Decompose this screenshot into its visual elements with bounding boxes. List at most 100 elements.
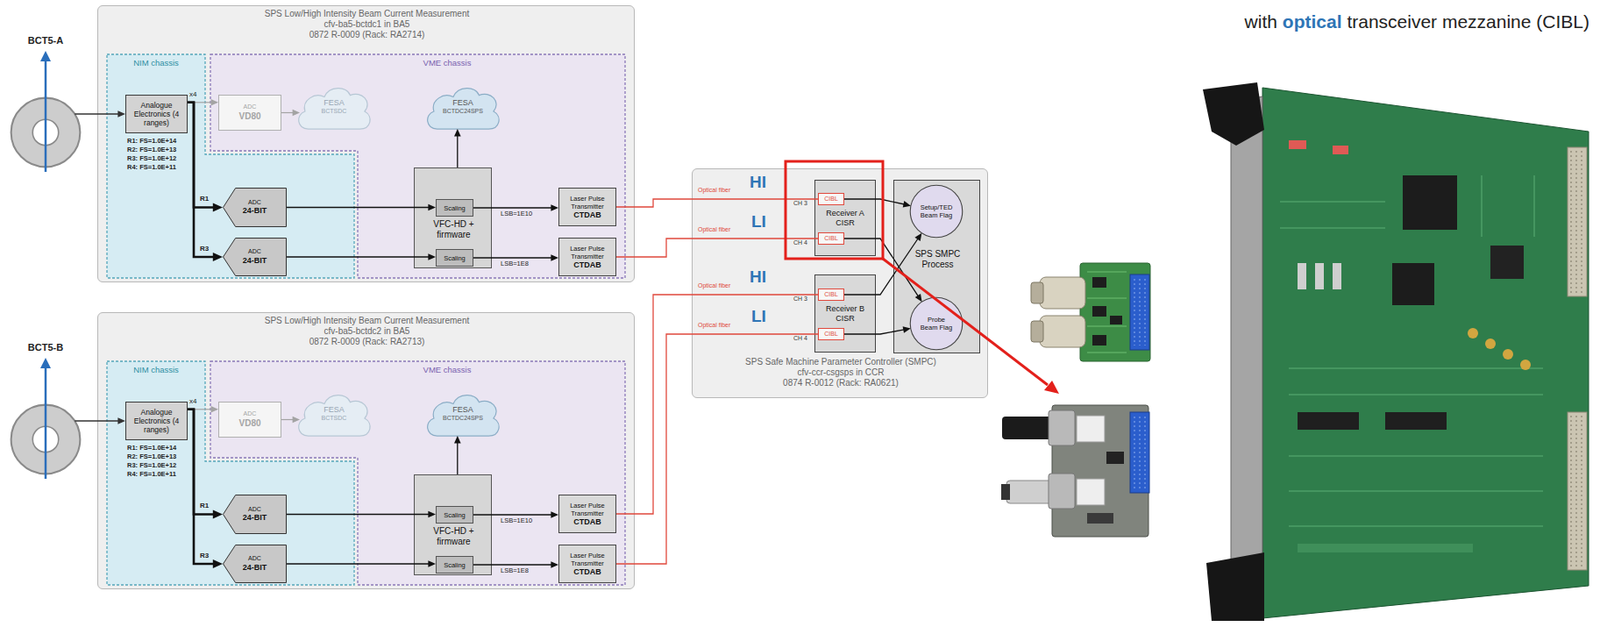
node-text: Probe Beam Flag <box>918 315 954 332</box>
node-text: Scaling <box>443 204 466 213</box>
optical-receiver: CIBL <box>817 327 845 341</box>
node-text: ADC <box>248 554 262 562</box>
flag-outline <box>910 184 963 238</box>
vme-card-photo <box>1385 412 1447 430</box>
channel-tag: LI <box>751 306 767 327</box>
vme-card-photo <box>1297 412 1359 430</box>
node-text: VD80 <box>238 111 261 122</box>
adc-outline <box>223 495 287 534</box>
adc-symbol: ADC24-BIT <box>222 187 287 228</box>
adc-symbol: ADC24-BIT <box>222 237 287 277</box>
text-block: VME chassis <box>359 57 535 68</box>
connector <box>286 204 436 212</box>
node-text: Scaling <box>443 511 466 520</box>
text-stack: BCT5-B <box>28 341 64 354</box>
connector-line <box>616 294 818 514</box>
node-text: CIBL <box>824 234 839 242</box>
beam-direction-arrow <box>40 357 51 369</box>
lsb-note: LSB=1E10 <box>500 210 533 219</box>
text-stack: NIM chassis <box>133 364 179 375</box>
text-block: CIBL <box>818 193 844 205</box>
vme-card-photo <box>1202 82 1589 621</box>
scaling-block: Scaling <box>435 199 474 217</box>
node-text: VFC-HD + firmware <box>426 219 482 241</box>
cloud-outline <box>298 395 370 437</box>
connector <box>616 199 818 207</box>
fesa-cloud: FESABCTSDC <box>293 82 375 131</box>
transformer-aperture <box>32 426 59 453</box>
connector-line <box>281 112 294 114</box>
vme-card-photo <box>1297 263 1307 290</box>
text-stack: CIBL <box>824 330 839 338</box>
bnc-mezzanine-photo <box>1130 274 1150 350</box>
node-text: Laser Pulse Transmitter <box>561 501 613 518</box>
node-text: BCTSDC <box>321 107 348 115</box>
beam-direction-arrow <box>40 50 51 62</box>
arrow-head <box>550 561 559 569</box>
optical-mezzanine-photo <box>1087 512 1114 524</box>
adc-symbol: ADC24-BIT <box>222 494 287 534</box>
lsb-note: LSB=1E8 <box>500 567 529 576</box>
text-block: Analogue Electronics (4 ranges) <box>126 95 187 133</box>
node-text: 0872 R-0009 (Rack: RA2713) <box>309 336 426 348</box>
channel-number: CH 4 <box>793 334 808 342</box>
text-block: Scaling <box>436 199 473 216</box>
current-transformer: BCT5-B <box>9 403 82 476</box>
arrow-head <box>117 110 126 118</box>
arrow-head <box>427 511 436 519</box>
connector-line <box>286 513 429 515</box>
connector-line <box>844 199 905 205</box>
adc-outline <box>223 188 287 228</box>
text-block: FESABCTDC24SPS <box>422 82 504 131</box>
bnc-mezzanine-photo <box>1092 334 1107 346</box>
node-text: NIM chassis <box>133 57 179 68</box>
connector <box>844 233 922 295</box>
text-stack: SPS Low/High Intensity Beam Current Meas… <box>264 315 470 348</box>
bnc-mezzanine-photo <box>1031 320 1044 342</box>
text-stack: BCT5-A <box>28 35 64 47</box>
beam-flag: Setup/TED Beam Flag <box>909 184 964 239</box>
text-block: BCT5-A <box>0 35 108 47</box>
connector-line <box>187 409 214 515</box>
connector <box>286 253 436 261</box>
optical-mezzanine-photo <box>1048 473 1075 509</box>
transformer-ring <box>11 405 81 475</box>
fiber-label: Optical fiber <box>697 186 731 194</box>
connector <box>616 334 818 564</box>
connector-line <box>187 102 214 257</box>
node-text: NIM chassis <box>133 364 179 375</box>
fpga-board: VFC-HD + firmwareScalingScaling <box>413 474 492 576</box>
adc-outline <box>223 545 287 584</box>
text-block: VFC-HD + firmware <box>414 219 493 241</box>
connector <box>616 294 818 514</box>
range-note: R3: FS=1.0E+12 <box>127 462 177 470</box>
optical-receiver: CIBL <box>817 192 845 206</box>
arrow-head <box>292 416 300 423</box>
vme-chassis: VME chassisADCVD80FESABCTSDCFESABCTDC24S… <box>210 361 626 585</box>
fesa-cloud: FESABCTSDC <box>293 389 375 438</box>
text-stack: FESABCTDC24SPS <box>442 98 484 115</box>
connector-line <box>844 238 918 297</box>
text-block: Scaling <box>436 249 473 266</box>
node-text: FESA <box>323 405 345 415</box>
vme-card-photo <box>1332 145 1349 155</box>
text-block: Scaling <box>436 506 473 523</box>
connector-line <box>473 563 552 565</box>
connector <box>187 409 223 569</box>
flag-outline <box>910 297 963 350</box>
optical-mezzanine-photo <box>1076 415 1105 442</box>
transformer-aperture <box>32 119 59 146</box>
bnc-mezzanine-photo <box>1092 277 1107 288</box>
connector-line <box>616 199 818 207</box>
connector-line <box>473 513 552 515</box>
arrow-head <box>213 509 223 519</box>
laser-transmitter: Laser Pulse TransmitterCTDAB <box>558 237 617 277</box>
arrow-head <box>550 511 559 519</box>
text-stack: Laser Pulse TransmitterCTDAB <box>561 194 613 221</box>
connector <box>844 238 923 302</box>
node-text: 24-BIT <box>242 256 268 266</box>
node-text: ADC <box>243 103 257 111</box>
